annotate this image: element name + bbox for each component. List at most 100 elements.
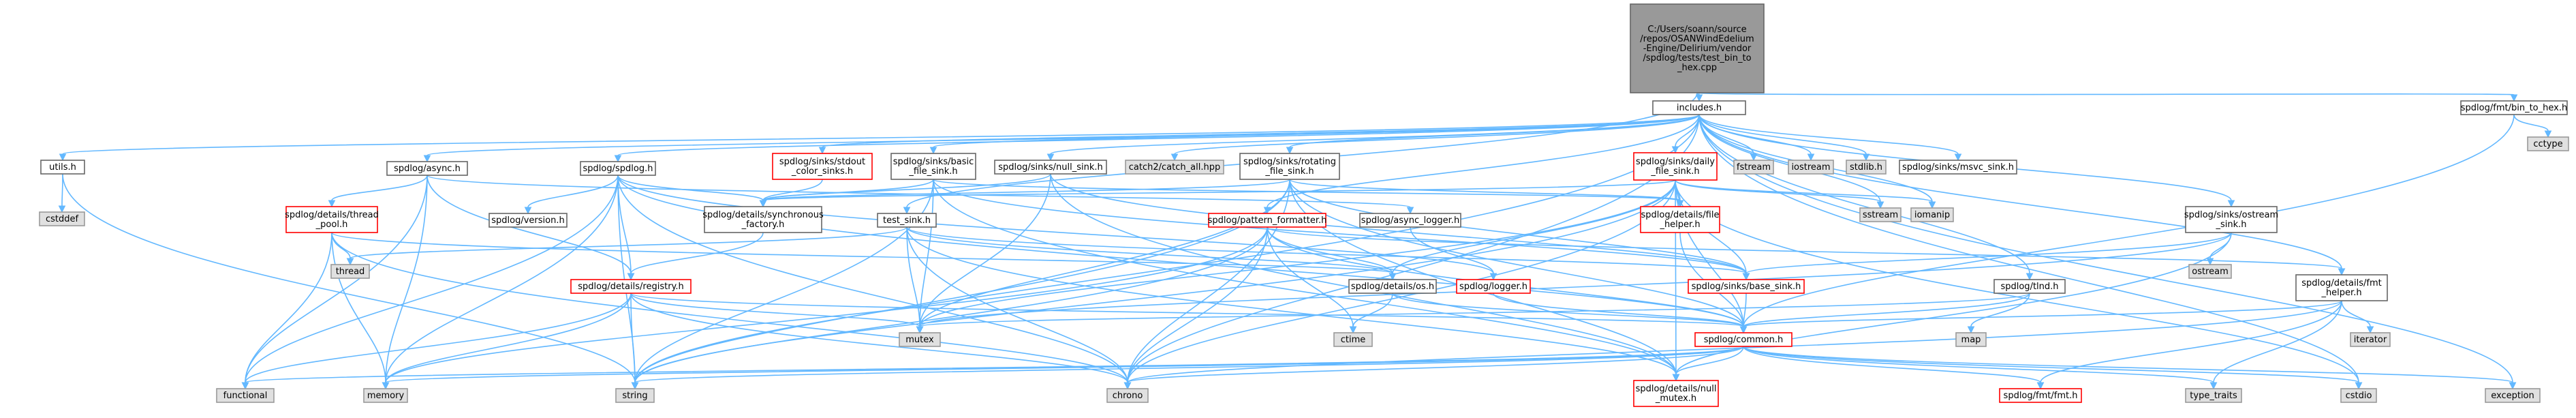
node-box bbox=[877, 213, 937, 228]
node-cstddef: cstddef bbox=[39, 211, 85, 226]
node-includes[interactable]: includes.h bbox=[1652, 100, 1746, 115]
node-label: sstream bbox=[1863, 210, 1898, 220]
node-box bbox=[2340, 388, 2377, 403]
node-registry[interactable]: spdlog/details/registry.h bbox=[570, 279, 692, 294]
edge-test_sink-to-thread bbox=[346, 226, 907, 266]
node-label: spdlog/details/synchronous bbox=[702, 210, 824, 220]
node-label: _helper.h bbox=[2321, 288, 2361, 298]
node-box bbox=[1910, 207, 1954, 222]
edge-common-to-fmt_h bbox=[1743, 346, 2045, 390]
node-box bbox=[2527, 136, 2569, 151]
node-version[interactable]: spdlog/version.h bbox=[488, 213, 568, 228]
edge-common-to-chrono bbox=[1123, 346, 1744, 390]
node-common[interactable]: spdlog/common.h bbox=[1694, 332, 1793, 347]
edge-ostream_sink-to-ostream bbox=[2206, 232, 2232, 266]
edge-registry-to-functional bbox=[241, 293, 632, 390]
node-label: spdlog/tlnd.h bbox=[2000, 282, 2058, 292]
edge-fmt_bin_to_hex-to-cctype bbox=[2513, 114, 2552, 138]
edge-includes-to-tlnd bbox=[1698, 114, 2034, 281]
node-box bbox=[994, 160, 1107, 175]
edge-includes-to-rotating bbox=[1286, 114, 1700, 155]
node-pattern-formatter[interactable]: spdlog/pattern_formatter.h bbox=[1208, 213, 1327, 228]
edge-async-to-thread_pool bbox=[328, 175, 428, 208]
node-file-helper[interactable]: spdlog/details/file_helper.h bbox=[1640, 206, 1720, 233]
node-spdlog-h[interactable]: spdlog/spdlog.h bbox=[580, 161, 656, 176]
node-label: _file_sink.h bbox=[1650, 166, 1699, 177]
node-box bbox=[488, 213, 568, 228]
node-chrono: chrono bbox=[1106, 388, 1149, 403]
node-rotating[interactable]: spdlog/sinks/rotating_file_sink.h bbox=[1239, 153, 1340, 180]
node-exception: exception bbox=[2485, 388, 2541, 403]
node-msvc-sink[interactable]: spdlog/sinks/msvc_sink.h bbox=[1899, 160, 2017, 175]
node-root[interactable]: C:/Users/soann/source/repos/OSANWindEdel… bbox=[1630, 3, 1765, 93]
edge-common-to-memory bbox=[382, 346, 1744, 390]
node-label: _mutex.h bbox=[1655, 393, 1696, 404]
node-label: spdlog/sinks/basic bbox=[893, 157, 974, 167]
node-tlnd[interactable]: spdlog/tlnd.h bbox=[1993, 279, 2066, 294]
node-stdout-color[interactable]: spdlog/sinks/stdout_color_sinks.h bbox=[772, 153, 873, 180]
node-label: fstream bbox=[1737, 162, 1771, 173]
node-basic-file[interactable]: spdlog/sinks/basic_file_sink.h bbox=[890, 153, 976, 180]
node-fmt-bin-to-hex[interactable]: spdlog/fmt/bin_to_hex.h bbox=[2460, 100, 2568, 115]
node-label: spdlog/details/os.h bbox=[1351, 282, 1434, 292]
node-label: type_traits bbox=[2190, 391, 2237, 401]
edge-daily-to-sstream bbox=[1675, 179, 1884, 209]
node-label: spdlog/fmt/fmt.h bbox=[2004, 391, 2078, 401]
node-sstream: sstream bbox=[1859, 207, 1902, 222]
node-label: spdlog/spdlog.h bbox=[583, 164, 653, 174]
node-box bbox=[363, 388, 408, 403]
node-box bbox=[570, 279, 692, 294]
node-box bbox=[39, 211, 85, 226]
node-thread-pool[interactable]: spdlog/details/thread_pool.h bbox=[285, 206, 379, 233]
edge-spdlog_h-to-registry bbox=[617, 175, 635, 281]
node-label: spdlog/fmt/bin_to_hex.h bbox=[2461, 103, 2567, 113]
node-os[interactable]: spdlog/details/os.h bbox=[1348, 279, 1437, 294]
node-fmt-h[interactable]: spdlog/fmt/fmt.h bbox=[1999, 388, 2082, 403]
node-utils[interactable]: utils.h bbox=[40, 160, 85, 175]
node-box bbox=[386, 161, 468, 176]
node-label: /repos/OSANWindEdelium bbox=[1640, 34, 1754, 44]
node-label: spdlog/details/file bbox=[1641, 210, 1720, 220]
node-ostream: ostream bbox=[2188, 264, 2232, 279]
node-async[interactable]: spdlog/async.h bbox=[386, 161, 468, 176]
node-thread: thread bbox=[330, 264, 370, 279]
node-box bbox=[216, 388, 275, 403]
node-async-logger[interactable]: spdlog/async_logger.h bbox=[1359, 213, 1461, 228]
node-label: _helper.h bbox=[1659, 220, 1700, 230]
node-label: spdlog/pattern_formatter.h bbox=[1208, 215, 1327, 226]
node-label: spdlog/sinks/base_sink.h bbox=[1692, 282, 1801, 292]
edge-common-to-functional bbox=[241, 346, 1744, 390]
node-fmt-helper[interactable]: spdlog/details/fmt_helper.h bbox=[2295, 274, 2388, 301]
node-box bbox=[1125, 160, 1224, 175]
node-ostream-sink[interactable]: spdlog/sinks/ostream_sink.h bbox=[2184, 206, 2278, 233]
edge-utils-to-cstddef bbox=[58, 173, 66, 213]
nodes-layer: C:/Users/soann/source/repos/OSANWindEdel… bbox=[39, 3, 2569, 407]
edge-includes-to-stdout_color bbox=[818, 114, 1700, 155]
node-sync-factory[interactable]: spdlog/details/synchronous_factory.h bbox=[702, 206, 824, 233]
node-null-sink[interactable]: spdlog/sinks/null_sink.h bbox=[994, 160, 1107, 175]
node-label: map bbox=[1961, 335, 1981, 345]
node-null-mutex[interactable]: spdlog/details/null_mutex.h bbox=[1633, 380, 1719, 407]
node-label: iomanip bbox=[1914, 210, 1950, 220]
node-box bbox=[1859, 207, 1902, 222]
node-box bbox=[40, 160, 85, 175]
node-logger[interactable]: spdlog/logger.h bbox=[1456, 279, 1531, 294]
node-label: spdlog/details/null bbox=[1636, 384, 1717, 394]
node-box bbox=[1788, 160, 1834, 175]
node-base-sink[interactable]: spdlog/sinks/base_sink.h bbox=[1688, 279, 1805, 294]
node-label: spdlog/logger.h bbox=[1459, 282, 1527, 292]
node-box bbox=[1359, 213, 1461, 228]
node-label: thread bbox=[336, 267, 365, 277]
node-daily[interactable]: spdlog/sinks/daily_file_sink.h bbox=[1633, 152, 1718, 181]
edge-sync_factory-to-registry bbox=[627, 232, 764, 281]
edge-common-to-type_traits bbox=[1743, 346, 2218, 390]
node-test-sink[interactable]: test_sink.h bbox=[877, 213, 937, 228]
node-label: /spdlog/tests/test_bin_to bbox=[1643, 53, 1751, 63]
node-box bbox=[1899, 160, 2017, 175]
node-memory: memory bbox=[363, 388, 408, 403]
node-box bbox=[2485, 388, 2541, 403]
node-label: spdlog/sinks/stdout bbox=[779, 157, 865, 167]
node-label: C:/Users/soann/source bbox=[1647, 25, 1746, 35]
node-box bbox=[1993, 279, 2066, 294]
